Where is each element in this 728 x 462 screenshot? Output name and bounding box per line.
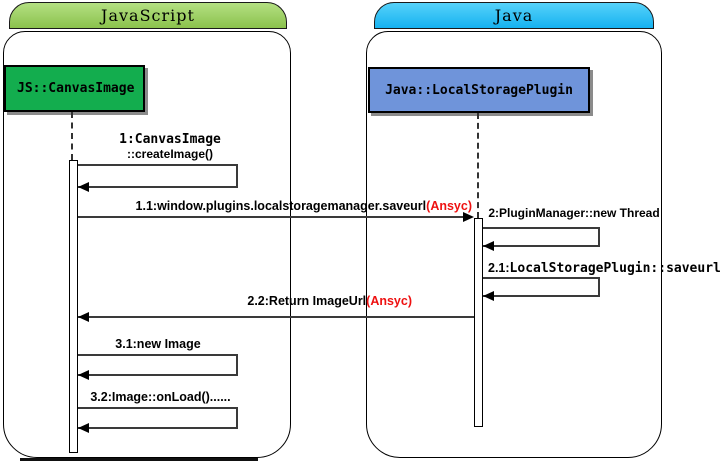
message-2-1-label: 2.1:LocalStoragePlugin::saveurl <box>488 261 721 276</box>
java-frame-title: Java <box>494 6 534 25</box>
message-2-1-return-arrowhead-icon <box>483 291 494 301</box>
message-2-2-text: 2.2:Return ImageUrl <box>247 294 367 308</box>
message-1-1-label: 1.1:window.plugins.localstoragemanager.s… <box>100 199 472 213</box>
canvas-image-object: JS::CanvasImage <box>4 65 145 112</box>
javascript-frame-title: JavaScript <box>101 6 195 25</box>
canvas-image-activation <box>69 160 78 453</box>
message-2-2-arrowhead-icon <box>78 312 89 322</box>
message-2-return-arrowhead-icon <box>483 241 494 251</box>
javascript-frame-bottom-edge <box>20 458 258 461</box>
message-3-2-self-call <box>78 407 238 429</box>
javascript-frame-header: JavaScript <box>9 2 287 29</box>
message-3-1-self-call <box>78 354 238 376</box>
message-1-line2: ::createImage() <box>126 147 214 161</box>
message-2-2-async-tag: (Ansyc) <box>366 294 412 308</box>
message-2-1-prefix: 2.1: <box>488 261 510 275</box>
message-1-label: 1:CanvasImage ::createImage() <box>90 132 250 162</box>
local-storage-plugin-activation <box>474 218 483 427</box>
message-1-1-arrowhead-icon <box>463 212 474 222</box>
message-2-self-call <box>483 227 600 247</box>
message-1-self-call <box>78 164 238 188</box>
message-3-1-return-arrowhead-icon <box>78 370 89 380</box>
message-2-label: 2:PluginManager::new Thread <box>488 206 660 220</box>
message-2-2-label: 2.2:Return ImageUrl(Ansyc) <box>150 294 412 308</box>
message-2-2-line <box>78 316 474 318</box>
message-3-2-label: 3.2:Image::onLoad()...... <box>78 390 243 404</box>
message-2-1-self-call <box>483 277 600 297</box>
message-3-2-return-arrowhead-icon <box>78 423 89 433</box>
local-storage-plugin-object: Java::LocalStoragePlugin <box>368 67 590 113</box>
message-2-text: 2:PluginManager::new Thread <box>488 206 660 220</box>
message-1-line1: 1:CanvasImage <box>119 132 221 147</box>
local-storage-plugin-lifeline <box>477 113 479 218</box>
canvas-image-object-label: JS::CanvasImage <box>17 81 135 96</box>
canvas-image-lifeline <box>71 112 73 160</box>
message-1-1-async-tag: (Ansyc) <box>426 199 472 213</box>
message-3-2-text: 3.2:Image::onLoad()...... <box>90 390 231 404</box>
message-1-1-text: 1.1:window.plugins.localstoragemanager.s… <box>135 199 427 213</box>
message-1-1-line <box>78 216 464 218</box>
message-3-1-label: 3.1:new Image <box>78 337 238 351</box>
message-3-1-text: 3.1:new Image <box>115 337 201 351</box>
local-storage-plugin-object-label: Java::LocalStoragePlugin <box>385 82 573 98</box>
message-1-return-arrowhead-icon <box>78 182 89 192</box>
java-frame-header: Java <box>374 2 654 29</box>
message-2-1-text: LocalStoragePlugin::saveurl <box>509 261 721 276</box>
